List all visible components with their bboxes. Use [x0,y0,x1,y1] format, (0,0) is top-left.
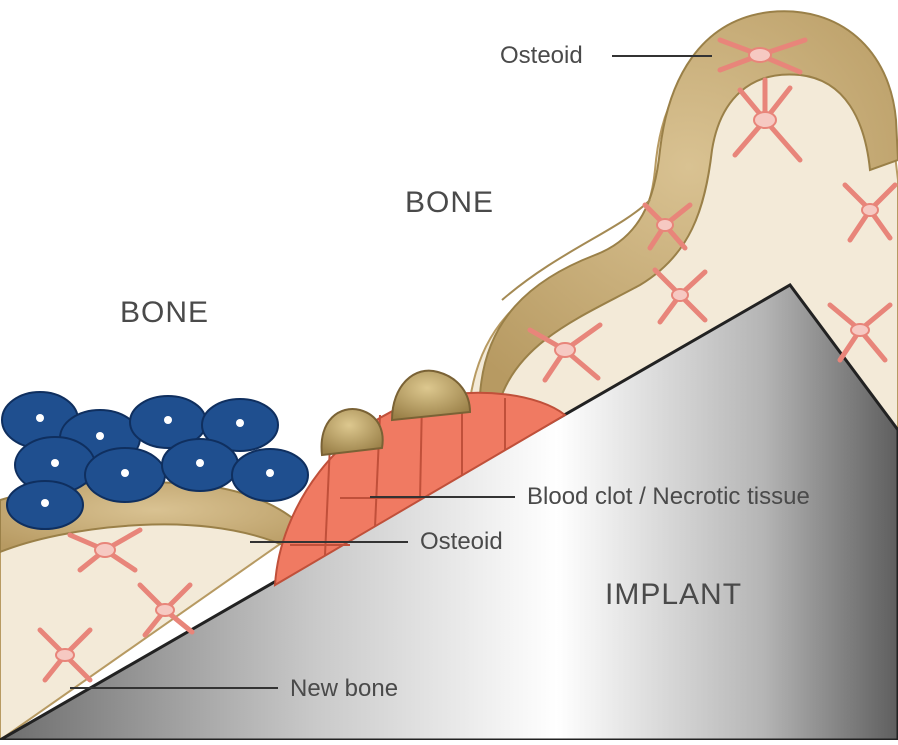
label-bone-upper: BONE [405,188,494,218]
label-blood-clot: Blood clot / Necrotic tissue [527,485,810,509]
label-new-bone: New bone [290,677,398,701]
label-osteoid-mid: Osteoid [420,530,503,554]
osteoblast-cell [322,409,383,455]
osteoblast-cell [392,371,470,420]
label-implant: IMPLANT [605,580,742,610]
label-osteoid-top: Osteoid [500,44,583,68]
label-bone-left: BONE [120,298,209,328]
